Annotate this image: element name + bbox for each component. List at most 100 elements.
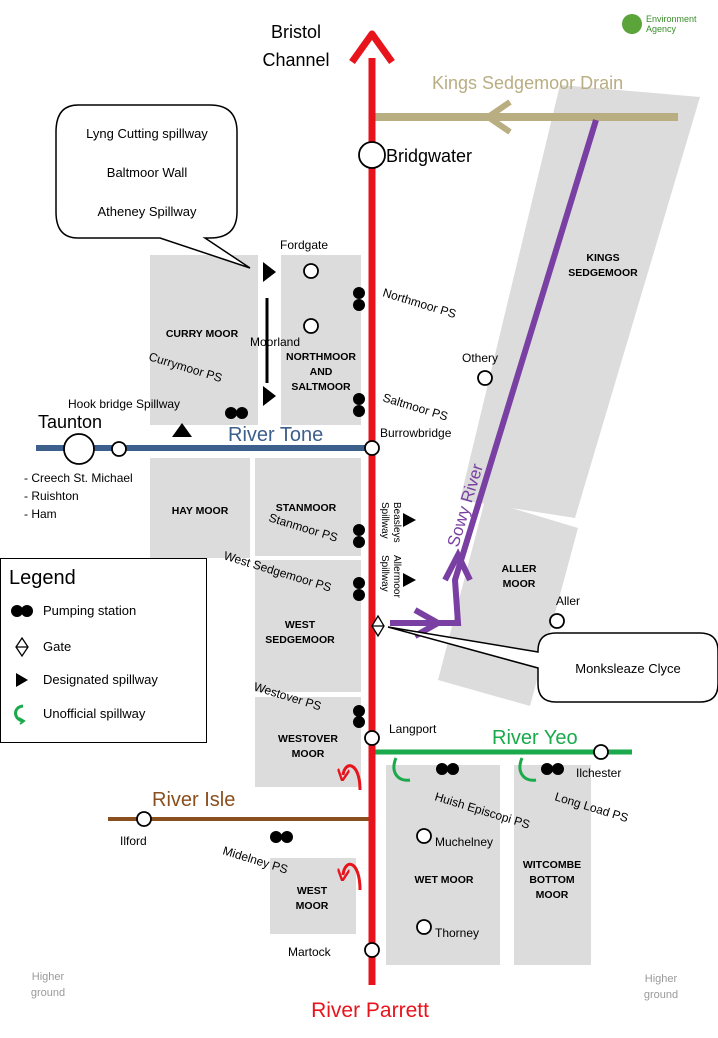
thorney-marker xyxy=(416,919,432,935)
drain-label: Kings Sedgemoor Drain xyxy=(432,73,623,93)
parrett-arrowhead xyxy=(349,30,395,65)
westover-moor-label-1: WESTOVER xyxy=(278,733,338,745)
bristol-label-2: Channel xyxy=(262,50,329,70)
pumping-station xyxy=(353,577,365,589)
pumping-station xyxy=(353,299,365,311)
pumping-station xyxy=(353,705,365,717)
ilchester-label: Ilchester xyxy=(576,766,621,780)
northmoor-label-2: AND xyxy=(310,366,333,378)
spillway-triangle-icon xyxy=(172,423,192,437)
othery-label: Othery xyxy=(462,351,498,365)
sowy-arrowhead xyxy=(442,548,473,582)
legend-label: Designated spillway xyxy=(43,672,158,687)
midelney-ps-label: Midelney PS xyxy=(221,843,290,876)
kings-sedgemoor-label-1: KINGS xyxy=(586,252,619,264)
hay-moor-area xyxy=(150,458,250,558)
pumping-station xyxy=(353,287,365,299)
pumping-station xyxy=(353,405,365,417)
higher-ground-left-1: Higher xyxy=(32,971,65,983)
higher-ground-right-1: Higher xyxy=(645,973,678,985)
pumping-station xyxy=(541,763,553,775)
taunton-label: Taunton xyxy=(38,412,102,432)
west-sedgemoor-area xyxy=(255,560,361,692)
callout-line-1: Lyng Cutting spillway xyxy=(86,126,208,141)
designated-spillways xyxy=(172,262,416,587)
kings-sedgemoor-area xyxy=(460,85,700,518)
hay-moor-label: HAY MOOR xyxy=(172,505,229,517)
callout-top-left xyxy=(55,104,251,269)
northmoor-label-1: NORTHMOOR xyxy=(286,351,356,363)
river-parrett-label: River Parrett xyxy=(311,999,429,1022)
environment-agency-logo: Environment Agency xyxy=(620,12,710,42)
aller-moor-label-1: ALLER xyxy=(502,563,537,575)
legend-item-gate: Gate xyxy=(1,636,208,658)
wet-moor-label: WET MOOR xyxy=(415,874,474,886)
suburb-2: - Ruishton xyxy=(24,489,79,503)
spillway-triangle-icon xyxy=(403,573,416,587)
saltmoor-ps-label: Saltmoor PS xyxy=(381,390,450,423)
legend-item-unofficial: Unofficial spillway xyxy=(1,703,208,725)
allermoor-label-2: Spillway xyxy=(379,555,390,592)
fordgate-label: Fordgate xyxy=(280,238,328,252)
bridgwater-marker xyxy=(358,141,386,169)
unofficial-spillway-parrett-1 xyxy=(343,764,362,791)
muchelney-marker xyxy=(416,828,432,844)
thorney-label: Thorney xyxy=(435,926,479,940)
pumping-stations xyxy=(225,287,564,843)
witcombe-label-3: MOOR xyxy=(536,889,569,901)
logo-text: Environment Agency xyxy=(646,14,697,34)
langport-marker xyxy=(364,730,380,746)
burrowbridge-marker xyxy=(364,440,380,456)
beasleys-label-1: Beasleys xyxy=(391,502,402,543)
witcombe-label-1: WITCOMBE xyxy=(523,859,581,871)
towns xyxy=(63,141,609,958)
pumping-station xyxy=(270,831,282,843)
spillway-triangle-icon xyxy=(263,386,276,406)
west-moor-label-2: MOOR xyxy=(296,900,329,912)
unofficial-spillway-yeo-2 xyxy=(518,757,537,782)
unofficial-spillway-yeo-1 xyxy=(392,757,411,782)
river-tone-label: River Tone xyxy=(228,424,323,446)
stanmoor-label: STANMOOR xyxy=(276,502,337,514)
pumping-station xyxy=(447,763,459,775)
ilford-marker xyxy=(136,811,152,827)
northmoor-label-3: SALTMOOR xyxy=(291,381,351,393)
pumping-station xyxy=(353,524,365,536)
spillway-triangle-icon xyxy=(263,262,276,282)
leaf-icon xyxy=(622,14,642,34)
drain-arrowhead xyxy=(482,99,512,135)
higher-ground-left-2: ground xyxy=(31,987,65,999)
unofficial-spillway-parrett-2 xyxy=(343,862,362,891)
burrowbridge-label: Burrowbridge xyxy=(380,426,452,440)
moorland-marker xyxy=(303,318,319,334)
suburb-1: - Creech St. Michael xyxy=(24,471,133,485)
spillway-triangle-icon xyxy=(16,673,28,687)
legend-item-pumping: Pumping station xyxy=(1,600,208,622)
curry-moor-area xyxy=(150,255,258,425)
allermoor-label-1: Allermoor xyxy=(391,555,402,598)
legend-label: Pumping station xyxy=(43,603,137,618)
pumping-station xyxy=(436,763,448,775)
northmoor-area xyxy=(281,255,361,425)
legend-item-designated: Designated spillway xyxy=(1,669,208,691)
pumping-station xyxy=(353,716,365,728)
callout-monksleaze: Monksleaze Clyce xyxy=(575,661,681,676)
pumping-station xyxy=(353,536,365,548)
sowy-river xyxy=(390,119,599,626)
taunton-marker xyxy=(63,433,95,465)
legend-title: Legend xyxy=(9,567,76,589)
legend-label: Gate xyxy=(43,639,72,654)
aller-marker xyxy=(549,613,565,629)
curved-arrow-icon xyxy=(14,704,26,725)
witcombe-label-2: BOTTOM xyxy=(529,874,575,886)
river-isle-label: River Isle xyxy=(152,789,235,811)
bridgwater-label: Bridgwater xyxy=(386,146,472,166)
callout-line-2: Baltmoor Wall xyxy=(107,165,188,180)
muchelney-label: Muchelney xyxy=(435,835,493,849)
pumping-station-icon xyxy=(11,605,33,617)
pumping-station xyxy=(552,763,564,775)
gate-icon xyxy=(371,614,385,638)
gate-icon xyxy=(15,636,29,658)
langport-label: Langport xyxy=(389,722,437,736)
